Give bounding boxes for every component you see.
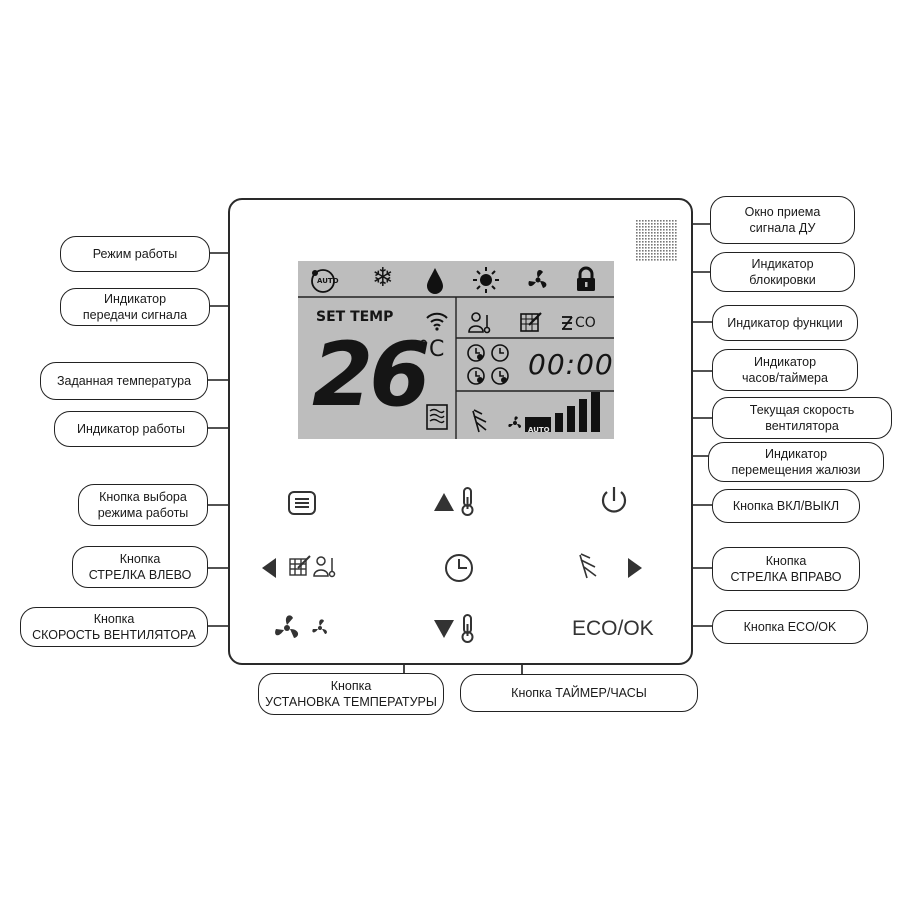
callout-fan-speed-button: Кнопка СКОРОСТЬ ВЕНТИЛЯТОРА [20, 607, 208, 647]
louver-icon [472, 409, 487, 433]
callout-mode: Режим работы [60, 236, 210, 272]
temp-up-button[interactable] [432, 485, 488, 519]
person-heat-icon [468, 312, 491, 334]
snowflake-icon: ❄ [372, 263, 394, 293]
callout-right-button: Кнопка СТРЕЛКА ВПРАВО [712, 547, 860, 591]
callout-set-temperature: Заданная температура [40, 362, 208, 400]
fan-speed-button[interactable] [272, 612, 342, 644]
auto-mode-icon [311, 269, 335, 293]
callout-fan-speed-indicator: Текущая скорость вентилятора [712, 397, 892, 439]
fan-icon [528, 270, 547, 288]
lcd-dividers [298, 296, 614, 439]
temp-down-button[interactable] [432, 612, 488, 646]
timer-icons [467, 344, 509, 385]
eco-badge: CO [575, 315, 596, 331]
degree-unit: °C [418, 337, 445, 362]
callout-eco-button: Кнопка ECO/OK [712, 610, 868, 644]
fan-auto-badge: AUTO [528, 426, 550, 434]
set-temperature-value: 26 [312, 323, 430, 426]
callout-timer-button: Кнопка ТАЙМЕР/ЧАСЫ [460, 674, 698, 712]
right-button[interactable] [578, 550, 648, 584]
auto-badge: AUTO [317, 277, 339, 285]
filter-icon [520, 312, 542, 332]
set-temp-label: SET TEMP [316, 309, 394, 325]
callout-temp-button: Кнопка УСТАНОВКА ТЕМПЕРАТУРЫ [258, 673, 444, 715]
callout-left-button: Кнопка СТРЕЛКА ВЛЕВО [72, 546, 208, 588]
callout-operation: Индикатор работы [54, 411, 208, 447]
callout-signal: Индикатор передачи сигнала [60, 288, 210, 326]
wifi-signal-icon [426, 312, 448, 331]
mode-button[interactable] [286, 487, 320, 521]
ir-receiver-window [636, 220, 678, 262]
callout-mode-button: Кнопка выбора режима работы [78, 484, 208, 526]
eco-icon [562, 316, 573, 330]
callout-louver: Индикатор перемещения жалюзи [708, 442, 884, 482]
left-button[interactable] [260, 552, 352, 584]
callout-power-button: Кнопка ВКЛ/ВЫКЛ [712, 489, 860, 523]
sun-icon [473, 267, 499, 293]
callout-clock-timer: Индикатор часов/таймера [712, 349, 858, 391]
timer-clock-button[interactable] [442, 551, 476, 585]
callout-remote-window: Окно приема сигнала ДУ [710, 196, 855, 244]
callout-function: Индикатор функции [712, 305, 858, 341]
fan-speed-bars-icon [525, 392, 600, 432]
lock-icon [577, 266, 595, 291]
eco-ok-button[interactable]: ECO/OK [572, 617, 654, 640]
drop-icon [427, 268, 443, 294]
clock-display: 00:00 [528, 348, 614, 381]
power-button[interactable] [596, 483, 632, 519]
fan-small-icon [508, 416, 522, 428]
callout-lock: Индикатор блокировки [710, 252, 855, 292]
operation-icon [426, 404, 448, 430]
